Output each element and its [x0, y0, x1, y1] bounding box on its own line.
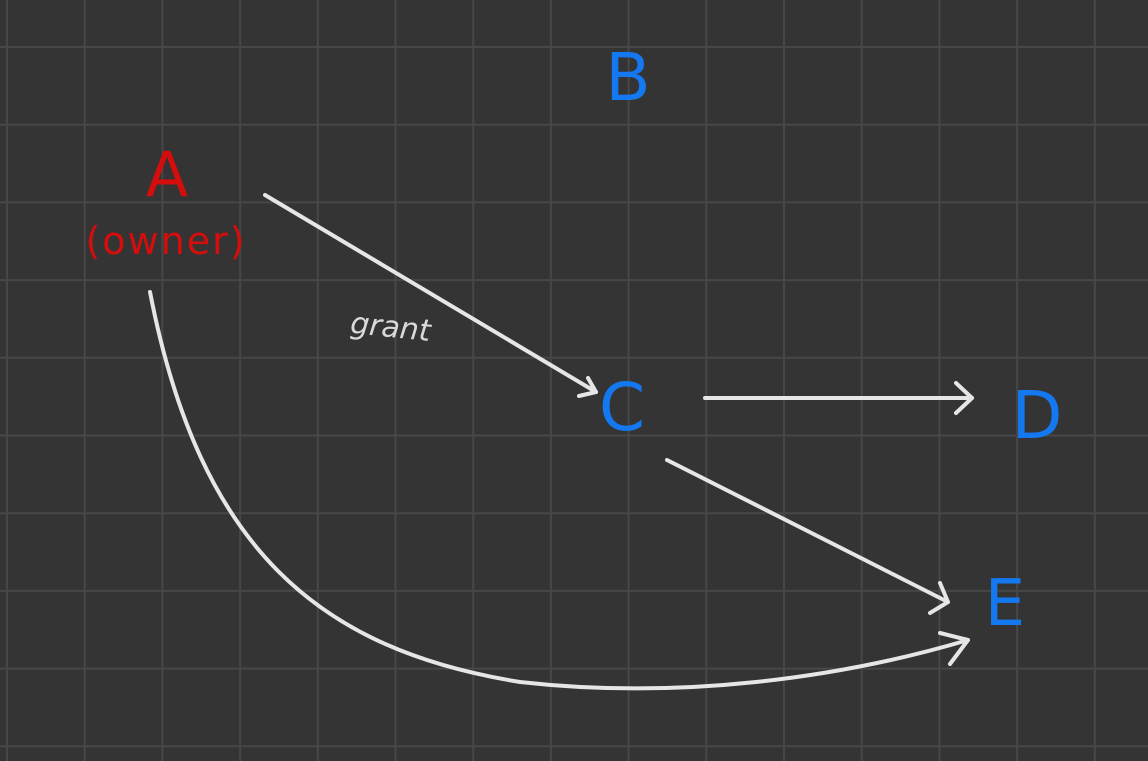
arrowhead-a-to-c — [577, 376, 598, 398]
edge-c-to-d — [703, 381, 974, 415]
edge-label-grant: grant — [349, 306, 434, 349]
arrowhead-c-to-d — [954, 381, 974, 415]
edge-a-to-e — [148, 290, 970, 691]
arrowhead-c-to-e — [928, 581, 950, 615]
node-a-sublabel: (owner) — [85, 219, 246, 263]
node-c-label: C — [599, 369, 645, 446]
edge-a-to-c — [263, 193, 598, 398]
node-a-label: A — [146, 138, 188, 211]
arrowhead-a-to-e — [938, 631, 970, 666]
node-d-label: D — [1012, 377, 1063, 454]
node-b-label: B — [605, 39, 650, 116]
edge-c-to-e — [665, 458, 950, 615]
node-e-label: E — [985, 567, 1025, 641]
